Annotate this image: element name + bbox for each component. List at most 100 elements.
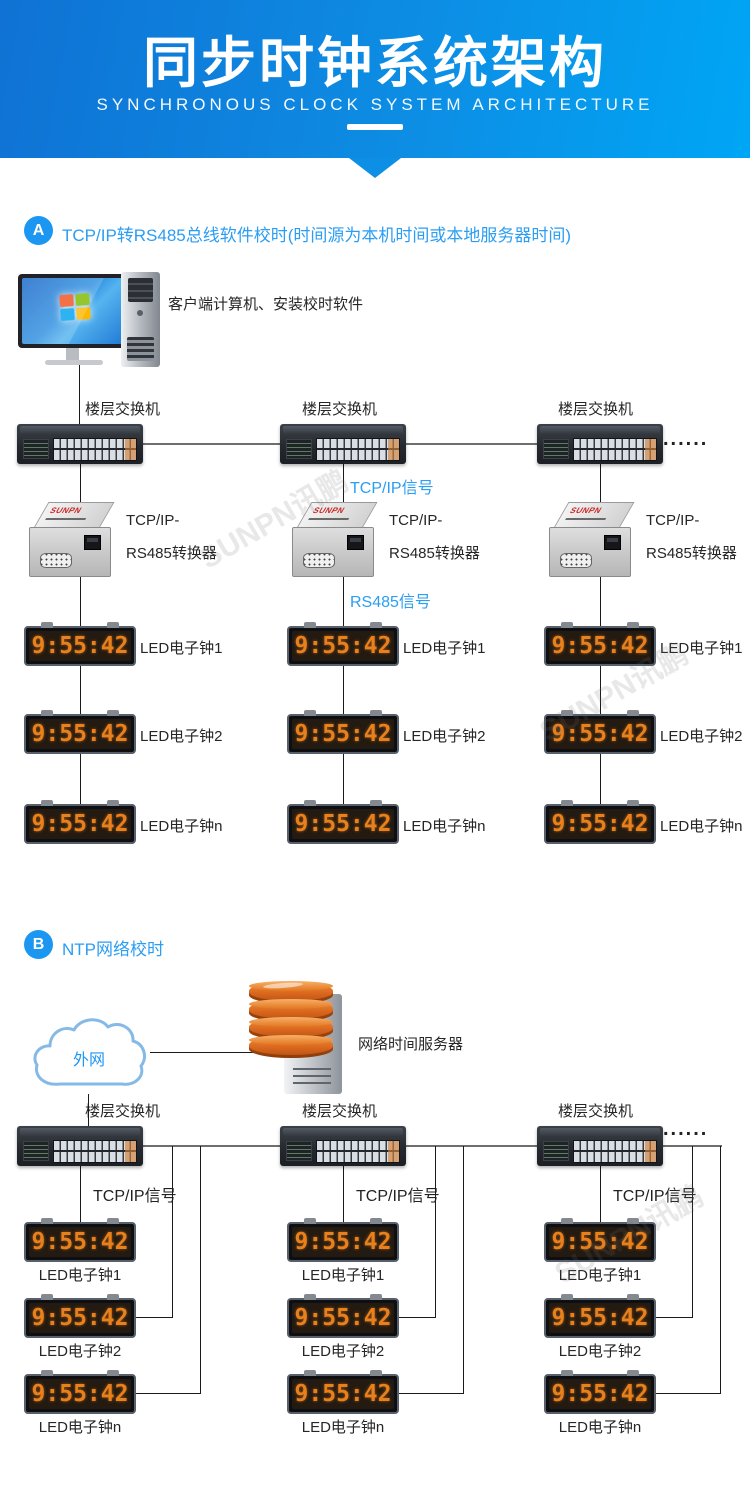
line-b2-branch2 bbox=[435, 1146, 436, 1318]
ellipsis-more-switches-b: ...... bbox=[663, 1118, 709, 1140]
led-clock-a3-1: 9:55:42 bbox=[544, 622, 656, 666]
line-b3-branch2 bbox=[692, 1146, 693, 1318]
tcpip-rs485-converter-3: SUNPN bbox=[545, 500, 641, 580]
clock-label: LED电子钟n bbox=[558, 1419, 642, 1436]
switch-ports bbox=[316, 438, 400, 461]
converter-label-1b: RS485转换器 bbox=[126, 545, 217, 562]
line-b3-to-clock2 bbox=[656, 1317, 692, 1318]
switch-info-panel bbox=[23, 1141, 49, 1161]
rj45-port bbox=[84, 535, 101, 550]
clock-label: LED电子钟2 bbox=[140, 728, 223, 745]
clock-label: LED电子钟1 bbox=[140, 640, 223, 657]
converter-label-1a: TCP/IP- bbox=[126, 512, 180, 529]
converter-front-face bbox=[549, 527, 631, 577]
switch-ports bbox=[316, 1140, 400, 1163]
network-switch-a1 bbox=[17, 424, 143, 464]
section-a-badge: A bbox=[24, 216, 53, 245]
tcpip-rs485-converter-1: SUNPN bbox=[25, 500, 121, 580]
switch-info-panel bbox=[543, 1141, 569, 1161]
clock-label: LED电子钟n bbox=[403, 818, 486, 835]
db9-connector bbox=[303, 553, 335, 568]
server-vents bbox=[293, 1068, 331, 1086]
led-clock-display: 9:55:42 bbox=[551, 1229, 649, 1255]
computer-label: 客户端计算机、安装校时软件 bbox=[168, 296, 364, 313]
line-b2-branchn bbox=[463, 1146, 464, 1394]
converter-brand: SUNPN bbox=[311, 506, 347, 515]
line-b2-to-clockn bbox=[399, 1393, 463, 1394]
switch-ports bbox=[53, 1140, 137, 1163]
tower-vent bbox=[127, 337, 154, 361]
monitor-screen bbox=[22, 278, 126, 344]
led-clock-display: 9:55:42 bbox=[551, 1381, 649, 1407]
header-notch-triangle bbox=[349, 158, 401, 178]
switch-info-panel bbox=[286, 439, 312, 459]
converter-brand: SUNPN bbox=[568, 506, 604, 515]
led-clock-a1-1: 9:55:42 bbox=[24, 622, 136, 666]
clock-label: LED电子钟2 bbox=[38, 1343, 122, 1360]
led-clock-display: 9:55:42 bbox=[551, 721, 649, 747]
converter-label-3b: RS485转换器 bbox=[646, 545, 737, 562]
clock-label: LED电子钟n bbox=[301, 1419, 385, 1436]
network-switch-a3 bbox=[537, 424, 663, 464]
line-cloud-to-switch bbox=[88, 1094, 89, 1128]
switch-label-b2: 楼层交换机 bbox=[302, 1103, 378, 1120]
led-clock-display: 9:55:42 bbox=[551, 633, 649, 659]
led-clock-b3-1: 9:55:42 bbox=[544, 1218, 656, 1262]
led-clock-b2-2: 9:55:42 bbox=[287, 1294, 399, 1338]
led-clock-a1-n: 9:55:42 bbox=[24, 800, 136, 844]
led-clock-a3-n: 9:55:42 bbox=[544, 800, 656, 844]
tower-power-button bbox=[137, 310, 143, 316]
tcpip-signal-label-a: TCP/IP信号 bbox=[350, 480, 434, 497]
led-clock-b1-2: 9:55:42 bbox=[24, 1294, 136, 1338]
network-switch-b2 bbox=[280, 1126, 406, 1166]
tcpip-rs485-converter-2: SUNPN bbox=[288, 500, 384, 580]
clock-label: LED电子钟1 bbox=[558, 1267, 642, 1284]
led-clock-display: 9:55:42 bbox=[294, 633, 392, 659]
converter-front-face bbox=[292, 527, 374, 577]
led-clock-display: 9:55:42 bbox=[31, 1229, 129, 1255]
rs485-signal-label-a: RS485信号 bbox=[350, 594, 431, 611]
switch-ports bbox=[573, 438, 657, 461]
clock-label: LED电子钟2 bbox=[660, 728, 743, 745]
led-clock-a1-2: 9:55:42 bbox=[24, 710, 136, 754]
led-clock-display: 9:55:42 bbox=[31, 811, 129, 837]
clock-label: LED电子钟1 bbox=[38, 1267, 122, 1284]
database-stack-icon bbox=[249, 981, 333, 1058]
tcpip-signal-label-b3: TCP/IP信号 bbox=[613, 1188, 697, 1205]
section-b-title: NTP网络校时 bbox=[62, 940, 164, 959]
network-switch-b3 bbox=[537, 1126, 663, 1166]
monitor-stand bbox=[66, 348, 79, 361]
page-subtitle: SYNCHRONOUS CLOCK SYSTEM ARCHITECTURE bbox=[96, 95, 654, 114]
internet-cloud-icon: 外网 bbox=[30, 1012, 148, 1096]
clock-label: LED电子钟n bbox=[140, 818, 223, 835]
db9-connector bbox=[40, 553, 72, 568]
clock-label: LED电子钟2 bbox=[301, 1343, 385, 1360]
server-label: 网络时间服务器 bbox=[358, 1036, 464, 1053]
rj45-port bbox=[604, 535, 621, 550]
converter-top-face: SUNPN bbox=[296, 502, 378, 528]
led-clock-display: 9:55:42 bbox=[31, 1381, 129, 1407]
converter-brand: SUNPN bbox=[48, 506, 84, 515]
led-clock-display: 9:55:42 bbox=[31, 633, 129, 659]
ellipsis-more-switches-a: ...... bbox=[663, 428, 709, 450]
switch-label-a3: 楼层交换机 bbox=[558, 401, 634, 418]
led-clock-a2-1: 9:55:42 bbox=[287, 622, 399, 666]
led-clock-display: 9:55:42 bbox=[294, 811, 392, 837]
tcpip-signal-label-b2: TCP/IP信号 bbox=[356, 1188, 440, 1205]
switch-info-panel bbox=[543, 439, 569, 459]
led-clock-display: 9:55:42 bbox=[294, 721, 392, 747]
line-b3-clock1 bbox=[600, 1166, 601, 1224]
clock-label: LED电子钟1 bbox=[301, 1267, 385, 1284]
clock-label: LED电子钟1 bbox=[403, 640, 486, 657]
line-b2-to-clock2 bbox=[399, 1317, 435, 1318]
monitor-base bbox=[45, 360, 103, 365]
client-computer-monitor bbox=[18, 274, 130, 348]
section-b-badge: B bbox=[24, 930, 53, 959]
led-clock-b3-n: 9:55:42 bbox=[544, 1370, 656, 1414]
led-clock-display: 9:55:42 bbox=[31, 1305, 129, 1331]
clock-label: LED电子钟n bbox=[660, 818, 743, 835]
switch-ports bbox=[573, 1140, 657, 1163]
converter-front-face bbox=[29, 527, 111, 577]
led-clock-b3-2: 9:55:42 bbox=[544, 1294, 656, 1338]
